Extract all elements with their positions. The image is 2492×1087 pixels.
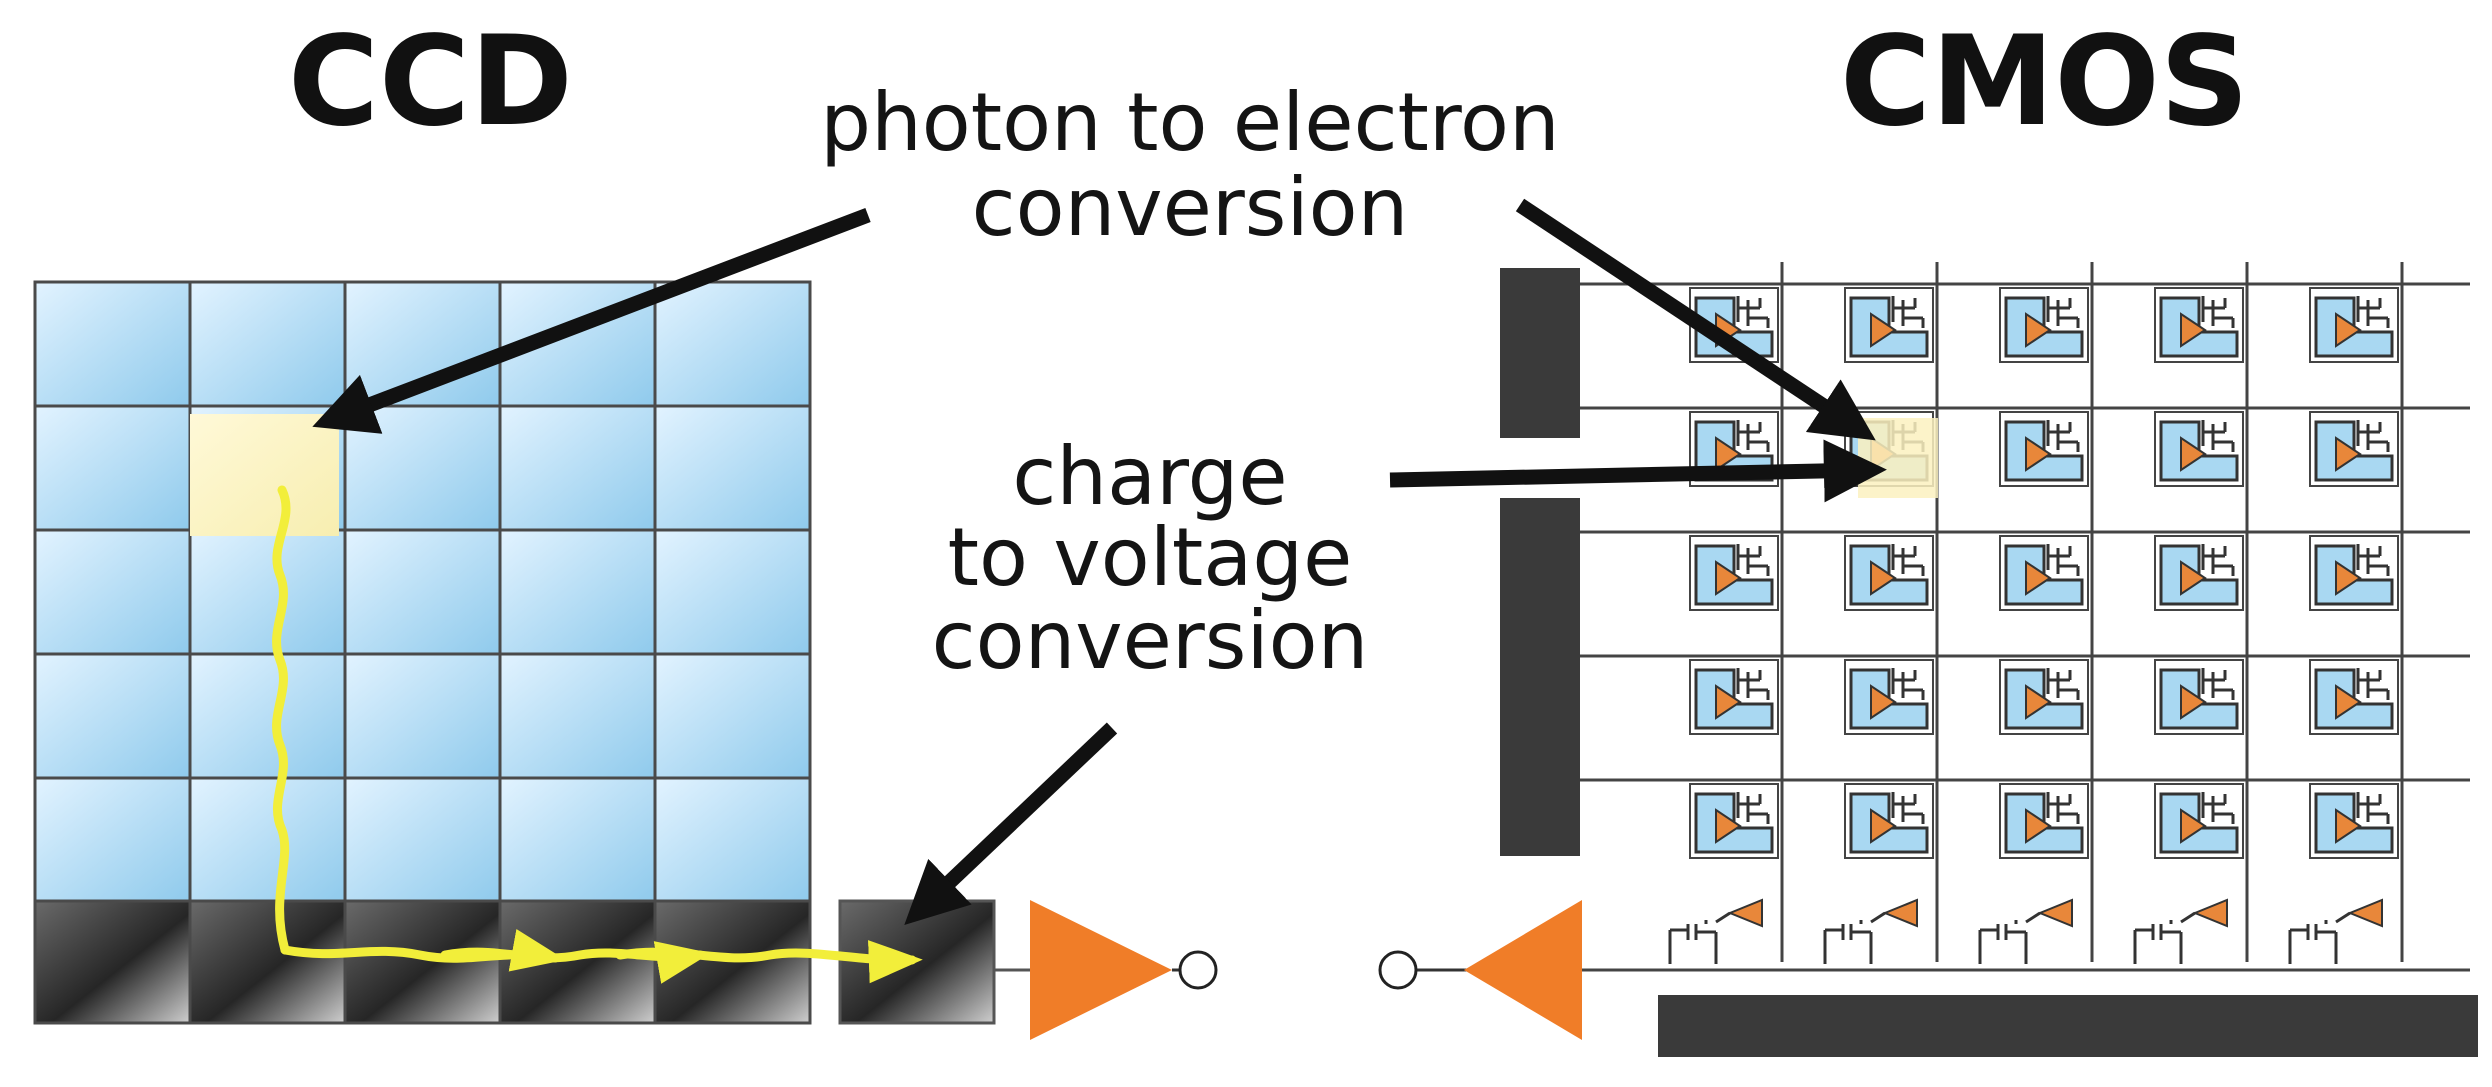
cmos-pixel (2308, 658, 2400, 736)
charge-label-line2: to voltage (948, 511, 1353, 604)
photon-label-line2: conversion (972, 161, 1409, 254)
ccd-register-cell (343, 899, 502, 1025)
ccd-pixel (653, 776, 812, 904)
ccd-pixel (33, 280, 192, 408)
cmos-pixel (1843, 534, 1935, 612)
ccd-pixel (343, 528, 502, 656)
ccd-pixel (33, 652, 192, 780)
photon-label-line1: photon to electron (820, 76, 1559, 169)
cmos-output-terminal-icon (1378, 950, 1418, 990)
ccd-pixel (188, 280, 347, 408)
ccd-amplifier-icon (1030, 900, 1172, 1040)
cmos-pixel (1998, 286, 2090, 364)
arrow-to-ccd-pixel-icon (312, 207, 871, 434)
ccd-pixel (653, 404, 812, 532)
cmos-column-readout (1668, 898, 2384, 966)
arrow-to-cmos-amplifier-icon (1389, 439, 1887, 503)
ccd-pixel (343, 404, 502, 532)
ccd-pixel (33, 404, 192, 532)
ccd-sensor (33, 280, 1218, 1040)
ccd-pixel (653, 528, 812, 656)
arrow-to-ccd-output-node-icon (904, 722, 1118, 926)
ccd-pixel (188, 528, 347, 656)
cmos-pixel-array (1688, 286, 2400, 860)
cmos-column-amplifier-icon (1668, 898, 1764, 966)
cmos-highlight-pixel (1858, 418, 1938, 498)
cmos-pixel (1843, 782, 1935, 860)
cmos-pixel (2153, 534, 2245, 612)
cmos-row-driver-lower (1500, 498, 1580, 856)
ccd-pixel (498, 404, 657, 532)
cmos-pixel (1843, 286, 1935, 364)
cmos-pixel (1843, 658, 1935, 736)
cmos-pixel (2308, 410, 2400, 488)
ccd-pixel (343, 652, 502, 780)
ccd-pixel-grid (33, 280, 812, 904)
annotation-arrows (312, 198, 1887, 926)
ccd-pixel (498, 652, 657, 780)
ccd-pixel (653, 652, 812, 780)
cmos-column-amplifier-icon (2133, 898, 2229, 966)
cmos-pixel (2308, 782, 2400, 860)
charge-label-line3: conversion (932, 594, 1369, 687)
ccd-register-cell (33, 899, 192, 1025)
cmos-pixel (1688, 658, 1780, 736)
ccd-readout-register (33, 899, 812, 1025)
ccd-output-terminal-icon (1178, 950, 1218, 990)
ccd-pixel (653, 280, 812, 408)
cmos-pixel (1998, 534, 2090, 612)
ccd-title: CCD (288, 10, 573, 154)
cmos-column-amplifier-icon (2288, 898, 2384, 966)
ccd-pixel (188, 652, 347, 780)
cmos-pixel (2308, 534, 2400, 612)
ccd-pixel (498, 776, 657, 904)
cmos-pixel (2308, 286, 2400, 364)
ccd-pixel (33, 528, 192, 656)
cmos-pixel (2153, 658, 2245, 736)
cmos-column-bus (1658, 995, 2478, 1057)
ccd-photosite-highlight (190, 414, 339, 536)
cmos-sensor (1378, 262, 2478, 1057)
cmos-column-amplifier-icon (1978, 898, 2074, 966)
ccd-pixel (188, 776, 347, 904)
ccd-register-cell (188, 899, 347, 1025)
cmos-pixel (1688, 782, 1780, 860)
charge-label-line1: charge (1012, 430, 1287, 523)
cmos-pixel (1998, 782, 2090, 860)
cmos-pixel (1688, 534, 1780, 612)
cmos-row-driver-upper (1500, 268, 1580, 438)
cmos-pixel (1998, 658, 2090, 736)
ccd-pixel (33, 776, 192, 904)
cmos-pixel (2153, 286, 2245, 364)
cmos-amplifier-icon (1464, 900, 1582, 1040)
cmos-pixel (2153, 410, 2245, 488)
cmos-pixel (2153, 782, 2245, 860)
arrow-to-cmos-pixel-icon (1515, 198, 1876, 441)
ccd-charge-path (272, 485, 291, 955)
cmos-title: CMOS (1840, 10, 2249, 154)
ccd-pixel (343, 776, 502, 904)
cmos-column-amplifier-icon (1823, 898, 1919, 966)
ccd-pixel (498, 528, 657, 656)
ccd-register-cell (498, 899, 657, 1025)
cmos-pixel (1998, 410, 2090, 488)
